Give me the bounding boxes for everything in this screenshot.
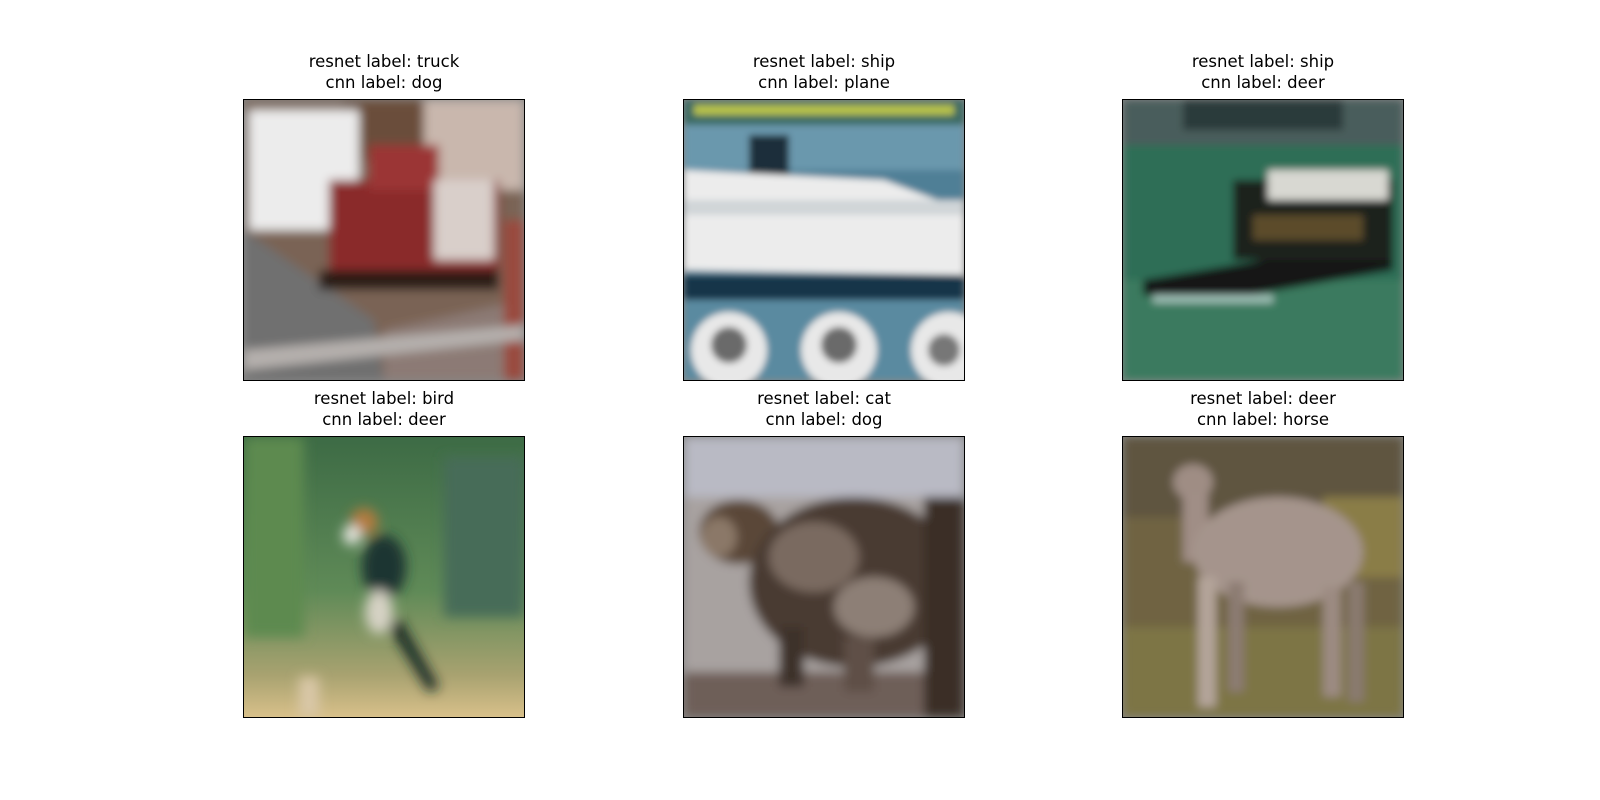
- image-panel: resnet label: ship cnn label: deer: [1122, 51, 1404, 381]
- image-frame: [1122, 436, 1404, 718]
- resnet-label: resnet label: truck: [308, 52, 460, 71]
- ship-image: [684, 100, 964, 380]
- boat-image: [1123, 100, 1403, 380]
- resnet-label: resnet label: deer: [1190, 389, 1336, 408]
- image-frame: [243, 99, 525, 381]
- image-frame: [683, 99, 965, 381]
- deer-image: [1123, 437, 1403, 717]
- panel-title: resnet label: bird cnn label: deer: [243, 388, 525, 430]
- image-frame: [1122, 99, 1404, 381]
- image-panel: resnet label: deer cnn label: horse: [1122, 388, 1404, 718]
- cnn-label: cnn label: deer: [322, 410, 446, 429]
- cnn-label: cnn label: horse: [1196, 410, 1330, 429]
- panel-title: resnet label: deer cnn label: horse: [1122, 388, 1404, 430]
- image-panel: resnet label: ship cnn label: plane: [683, 51, 965, 381]
- cnn-label: cnn label: plane: [758, 73, 890, 92]
- bird-image: [244, 437, 524, 717]
- panel-title: resnet label: truck cnn label: dog: [243, 51, 525, 93]
- cnn-label: cnn label: dog: [325, 73, 443, 92]
- image-panel: resnet label: cat cnn label: dog: [683, 388, 965, 718]
- panel-title: resnet label: ship cnn label: deer: [1122, 51, 1404, 93]
- cat-image: [684, 437, 964, 717]
- cnn-label: cnn label: deer: [1201, 73, 1325, 92]
- image-panel: resnet label: bird cnn label: deer: [243, 388, 525, 718]
- image-frame: [683, 436, 965, 718]
- truck-image: [244, 100, 524, 380]
- resnet-label: resnet label: cat: [757, 389, 891, 408]
- panel-title: resnet label: ship cnn label: plane: [683, 51, 965, 93]
- resnet-label: resnet label: bird: [313, 389, 455, 408]
- resnet-label: resnet label: ship: [1191, 52, 1335, 71]
- resnet-label: resnet label: ship: [752, 52, 896, 71]
- image-panel: resnet label: truck cnn label: dog: [243, 51, 525, 381]
- panel-title: resnet label: cat cnn label: dog: [683, 388, 965, 430]
- image-frame: [243, 436, 525, 718]
- cnn-label: cnn label: dog: [765, 410, 883, 429]
